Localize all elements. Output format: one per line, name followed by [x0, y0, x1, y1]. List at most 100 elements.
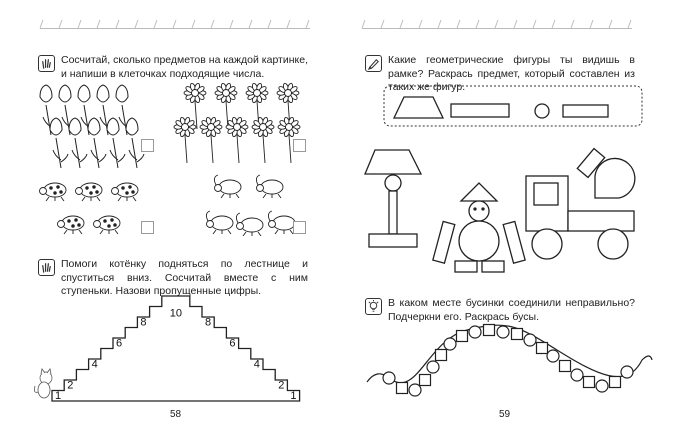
ladybug-spot	[113, 223, 117, 227]
square-bead	[510, 327, 524, 341]
tulip-icon	[106, 117, 126, 169]
hand-counting-icon	[38, 259, 55, 276]
ladybug-icon	[57, 215, 85, 235]
step-number: 2	[278, 380, 284, 392]
daisy-icon	[245, 82, 269, 130]
tulip-bloom	[96, 84, 110, 103]
ruling-mark	[380, 19, 385, 29]
tulip-bloom	[49, 117, 63, 136]
round-bead	[546, 349, 560, 363]
ruling-mark	[39, 19, 44, 29]
step-number: 4	[92, 359, 98, 371]
daisy-center	[233, 123, 241, 131]
bug-legs	[220, 193, 240, 199]
square-bead	[482, 323, 496, 337]
ladybug-spot	[128, 185, 132, 189]
ruling-mark	[115, 19, 120, 29]
step-number: 6	[229, 338, 235, 350]
round-bead	[496, 325, 510, 339]
page-number-left: 58	[170, 409, 182, 420]
bug-head	[93, 220, 101, 228]
daisy-stem	[210, 134, 214, 164]
ruling-mark	[456, 19, 461, 29]
counting-pictures	[39, 82, 301, 237]
ruling-mark	[475, 19, 480, 29]
square-bead	[434, 348, 448, 362]
daisy-icon	[173, 116, 197, 164]
ladybug-spot	[92, 185, 96, 189]
answer-box-tulips[interactable]	[141, 139, 154, 152]
tulip-stem	[109, 137, 126, 169]
bug-head	[75, 187, 83, 195]
daisy-icon	[199, 116, 223, 164]
ruling-mark	[551, 19, 556, 29]
daisy-icon	[183, 82, 207, 130]
tulip-stem	[52, 137, 69, 169]
ladybug-icon	[75, 182, 103, 202]
ruling-mark	[608, 19, 613, 29]
ruling-mark	[627, 19, 632, 29]
tulip-stem	[71, 137, 88, 169]
ruling-mark	[229, 19, 234, 29]
bug-legs	[45, 196, 65, 202]
daisy-icon	[276, 82, 300, 130]
kitten-body	[37, 381, 51, 399]
daisy-center	[191, 89, 199, 97]
bug-legs	[212, 229, 232, 235]
square-bead	[455, 329, 469, 343]
bug-head	[111, 187, 119, 195]
ladybug-spot	[71, 224, 75, 228]
bug-head	[268, 220, 276, 228]
step-number: 8	[140, 317, 146, 329]
answer-box-beetles[interactable]	[293, 221, 306, 234]
page-number-right: 59	[499, 409, 511, 420]
round-bead	[595, 379, 609, 393]
ruling-mark	[570, 19, 575, 29]
tulip-bloom	[68, 117, 82, 136]
answer-box-ladybugs[interactable]	[141, 221, 154, 234]
tulip-stem	[90, 137, 107, 169]
ladybug-spot	[56, 185, 60, 189]
rectangle-shape	[562, 104, 609, 118]
ladybug-icon	[93, 215, 121, 235]
ruling-mark	[210, 19, 215, 29]
square-bead	[535, 341, 549, 355]
daisy-center	[285, 123, 293, 131]
task-beads: В каком месте бусинки соединили неправил…	[388, 297, 635, 323]
beetle-icon	[205, 210, 234, 235]
round-bead	[426, 360, 440, 374]
shapes-frame	[383, 85, 643, 127]
daisy-center	[253, 89, 261, 97]
bug-body	[61, 215, 85, 231]
pencil-icon	[365, 55, 382, 72]
bug-body	[97, 215, 121, 231]
ladybug-icon	[39, 182, 67, 202]
bug-legs	[117, 196, 137, 202]
ladybug-spot	[121, 186, 125, 190]
ruling-mark	[191, 19, 196, 29]
lightbulb-icon	[365, 298, 382, 315]
square-bead	[418, 373, 432, 387]
bug-body	[240, 217, 264, 233]
tulip-bloom	[87, 117, 101, 136]
tulip-stem	[128, 137, 145, 169]
ruling-mark	[418, 19, 423, 29]
ladybug-spot	[95, 190, 99, 194]
beetle-icon	[255, 174, 284, 199]
round-bead	[468, 325, 482, 339]
tulip-icon	[87, 117, 107, 169]
answer-box-daisies[interactable]	[293, 139, 306, 152]
round-bead	[570, 368, 584, 382]
ruling-mark	[153, 19, 158, 29]
bug-body	[115, 182, 139, 198]
round-bead	[620, 365, 634, 379]
tulip-icon	[68, 117, 88, 169]
header-ruling	[39, 19, 632, 29]
beetle-horn	[267, 210, 273, 222]
ruling-mark	[172, 19, 177, 29]
header-rule-left	[40, 28, 310, 29]
daisy-center	[284, 89, 292, 97]
beetle-icon	[267, 210, 296, 235]
ruling-mark	[58, 19, 63, 29]
ladybug-spot	[103, 219, 107, 223]
